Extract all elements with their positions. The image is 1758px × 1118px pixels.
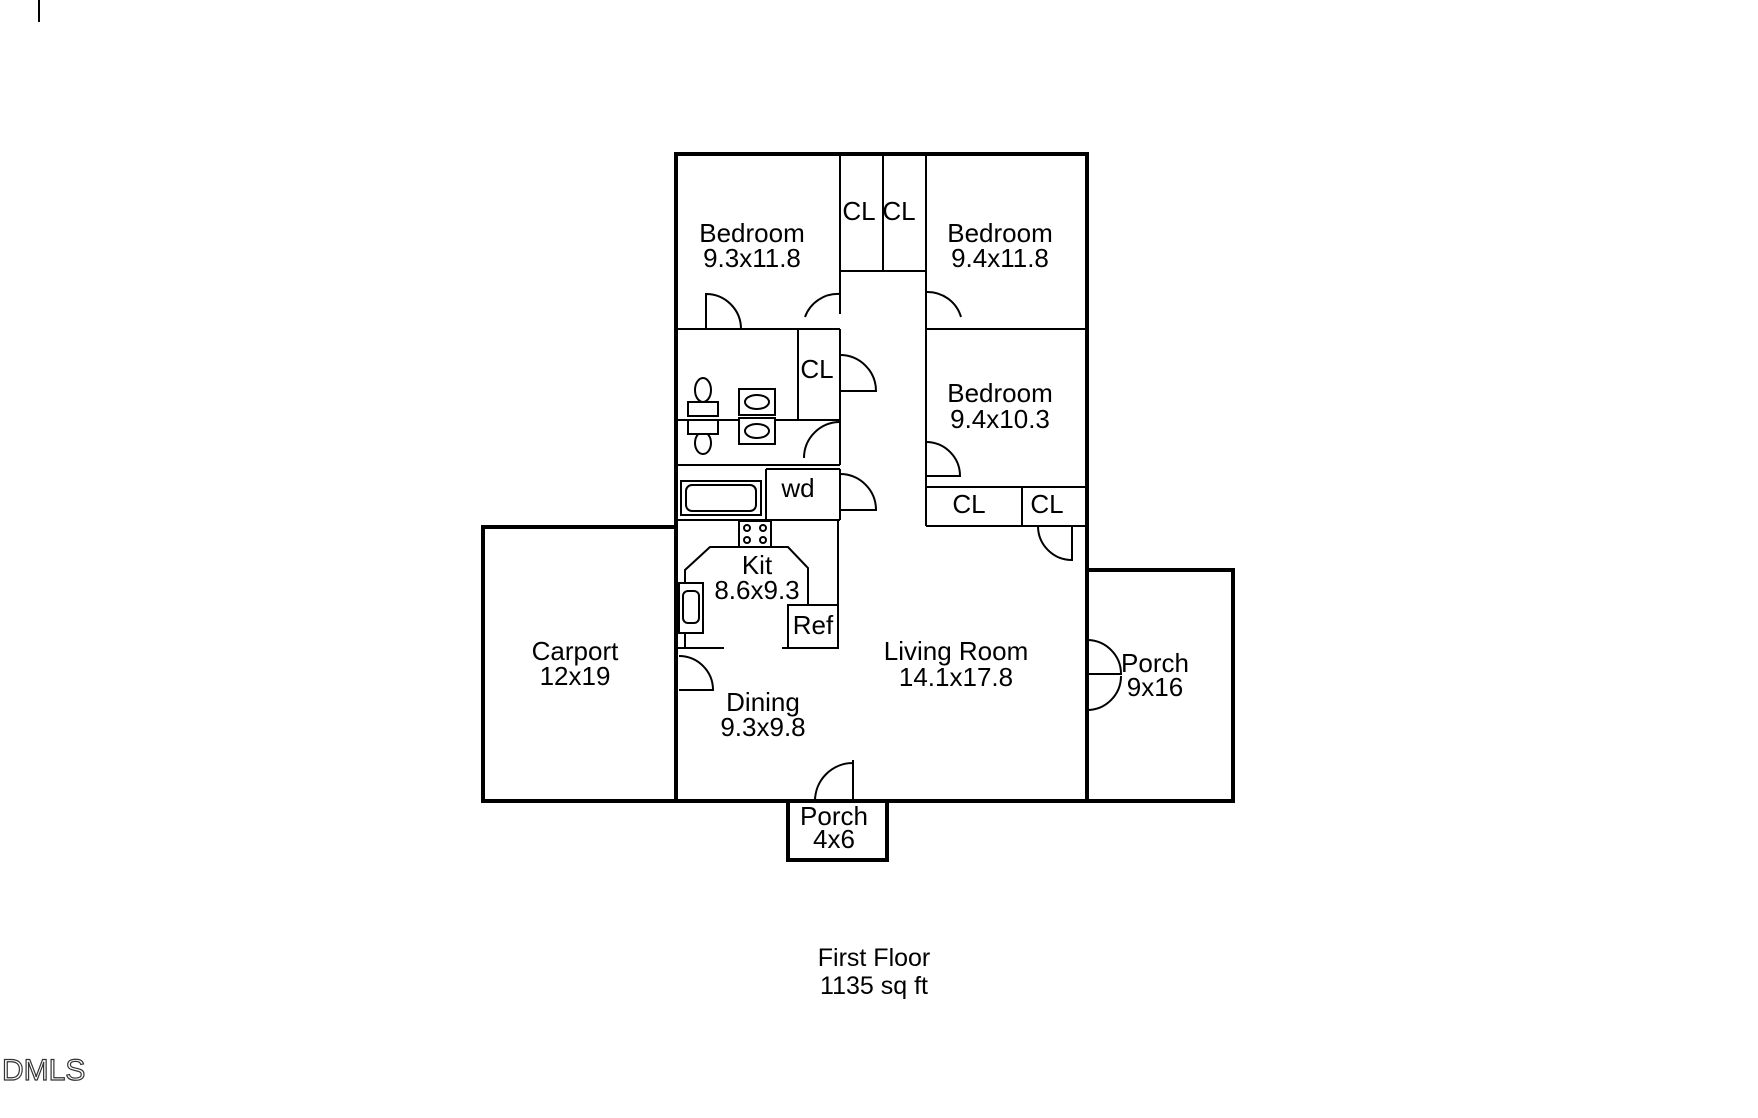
- room-name-carport: Carport: [532, 636, 619, 666]
- closet-label: CL: [952, 489, 985, 519]
- room-labels: Bedroom 9.3x11.8 Bedroom 9.4x11.8 Bedroo…: [532, 218, 1189, 854]
- room-name-bedroom-2: Bedroom: [947, 218, 1053, 248]
- room-size-bedroom-2: 9.4x11.8: [951, 243, 1049, 273]
- stove-icon: [738, 520, 772, 548]
- kitchen-fixtures: [678, 520, 839, 649]
- closet-label: CL: [842, 196, 875, 226]
- closet-label: CL: [800, 354, 833, 384]
- refrigerator: [787, 604, 839, 649]
- room-name-front-porch: Porch: [800, 801, 868, 831]
- floor-name: First Floor: [818, 944, 931, 972]
- room-name-bedroom-1: Bedroom: [699, 218, 805, 248]
- toilet: [687, 401, 719, 417]
- exterior-walls: [481, 152, 1235, 862]
- closet-label: CL: [882, 196, 915, 226]
- room-size-carport: 12x19: [540, 661, 611, 691]
- washer-dryer-label: wd: [780, 473, 814, 503]
- room-name-dining: Dining: [726, 687, 800, 717]
- room-size-side-porch: 9x16: [1127, 672, 1183, 702]
- room-size-dining: 9.3x9.8: [720, 712, 805, 742]
- refrigerator-label: Ref: [793, 610, 834, 640]
- doors: [678, 290, 1123, 802]
- closet-label: CL: [1030, 489, 1063, 519]
- room-name-living-room: Living Room: [884, 636, 1029, 666]
- floor-area: 1135 sq ft: [820, 972, 928, 1000]
- watermark-logo: DMLS: [2, 1054, 85, 1087]
- room-size-bedroom-3: 9.4x10.3: [950, 404, 1050, 434]
- room-size-kitchen: 8.6x9.3: [714, 575, 799, 605]
- room-size-living-room: 14.1x17.8: [899, 662, 1013, 692]
- room-size-front-porch: 4x6: [813, 824, 855, 854]
- room-size-bedroom-1: 9.3x11.8: [703, 243, 801, 273]
- closet-labels: CL CL CL CL CL wd Ref: [780, 196, 1063, 640]
- room-name-kitchen: Kit: [742, 550, 773, 580]
- room-name-side-porch: Porch: [1121, 648, 1189, 678]
- room-name-bedroom-3: Bedroom: [947, 378, 1053, 408]
- bathroom-fixtures: [680, 377, 776, 516]
